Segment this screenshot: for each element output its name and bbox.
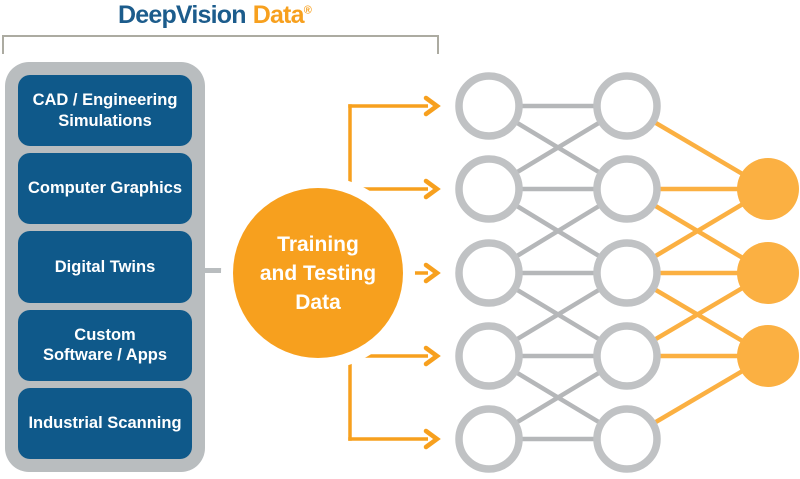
bracket-line <box>2 35 439 54</box>
hidden-nodes <box>593 72 661 473</box>
panel-to-hub-connector <box>202 268 224 273</box>
output-node-1 <box>737 158 799 220</box>
source-box-computer-graphics: Computer Graphics <box>18 153 192 225</box>
hub-circle: Training and Testing Data <box>233 188 403 358</box>
source-box-label: Industrial Scanning <box>28 414 182 433</box>
output-node-3 <box>737 325 799 387</box>
brand-name-data: Data <box>252 1 305 29</box>
source-box-industrial-scanning: Industrial Scanning <box>18 387 192 460</box>
source-box-digital-twins: Digital Twins <box>18 231 192 303</box>
hub-label: Training and Testing Data <box>259 232 377 314</box>
arrowhead-icon <box>423 95 441 117</box>
arrowhead-icon <box>423 262 441 284</box>
source-box-label: Digital Twins <box>54 257 156 276</box>
arrowhead-icon <box>423 428 441 450</box>
output-node-2 <box>737 242 799 304</box>
hidden-node-3 <box>593 239 661 307</box>
hidden-node-5 <box>593 405 661 473</box>
input-node-1 <box>455 72 523 140</box>
arrowhead-icon <box>423 345 441 367</box>
source-box-label: Custom Software / Apps <box>42 325 168 365</box>
data-sources-panel: CAD / Engineering Simulations Computer G… <box>5 62 205 472</box>
hidden-node-2 <box>593 155 661 223</box>
source-box-label: Computer Graphics <box>27 179 183 198</box>
registered-mark: ® <box>303 4 312 17</box>
brand-name-deepvision: DeepVision <box>118 1 247 29</box>
arrowhead-icon <box>423 178 441 200</box>
input-node-2 <box>455 155 523 223</box>
input-node-5 <box>455 405 523 473</box>
training-data-hub: Training and Testing Data <box>221 176 415 370</box>
input-node-3 <box>455 239 523 307</box>
source-box-custom-software: Custom Software / Apps <box>18 309 192 381</box>
source-box-cad-engineering: CAD / Engineering Simulations <box>18 75 192 147</box>
hidden-node-4 <box>593 322 661 390</box>
hidden-node-1 <box>593 72 661 140</box>
source-box-label: CAD / Engineering Simulations <box>32 90 178 130</box>
input-nodes <box>455 72 523 473</box>
output-nodes <box>737 158 799 387</box>
input-node-4 <box>455 322 523 390</box>
